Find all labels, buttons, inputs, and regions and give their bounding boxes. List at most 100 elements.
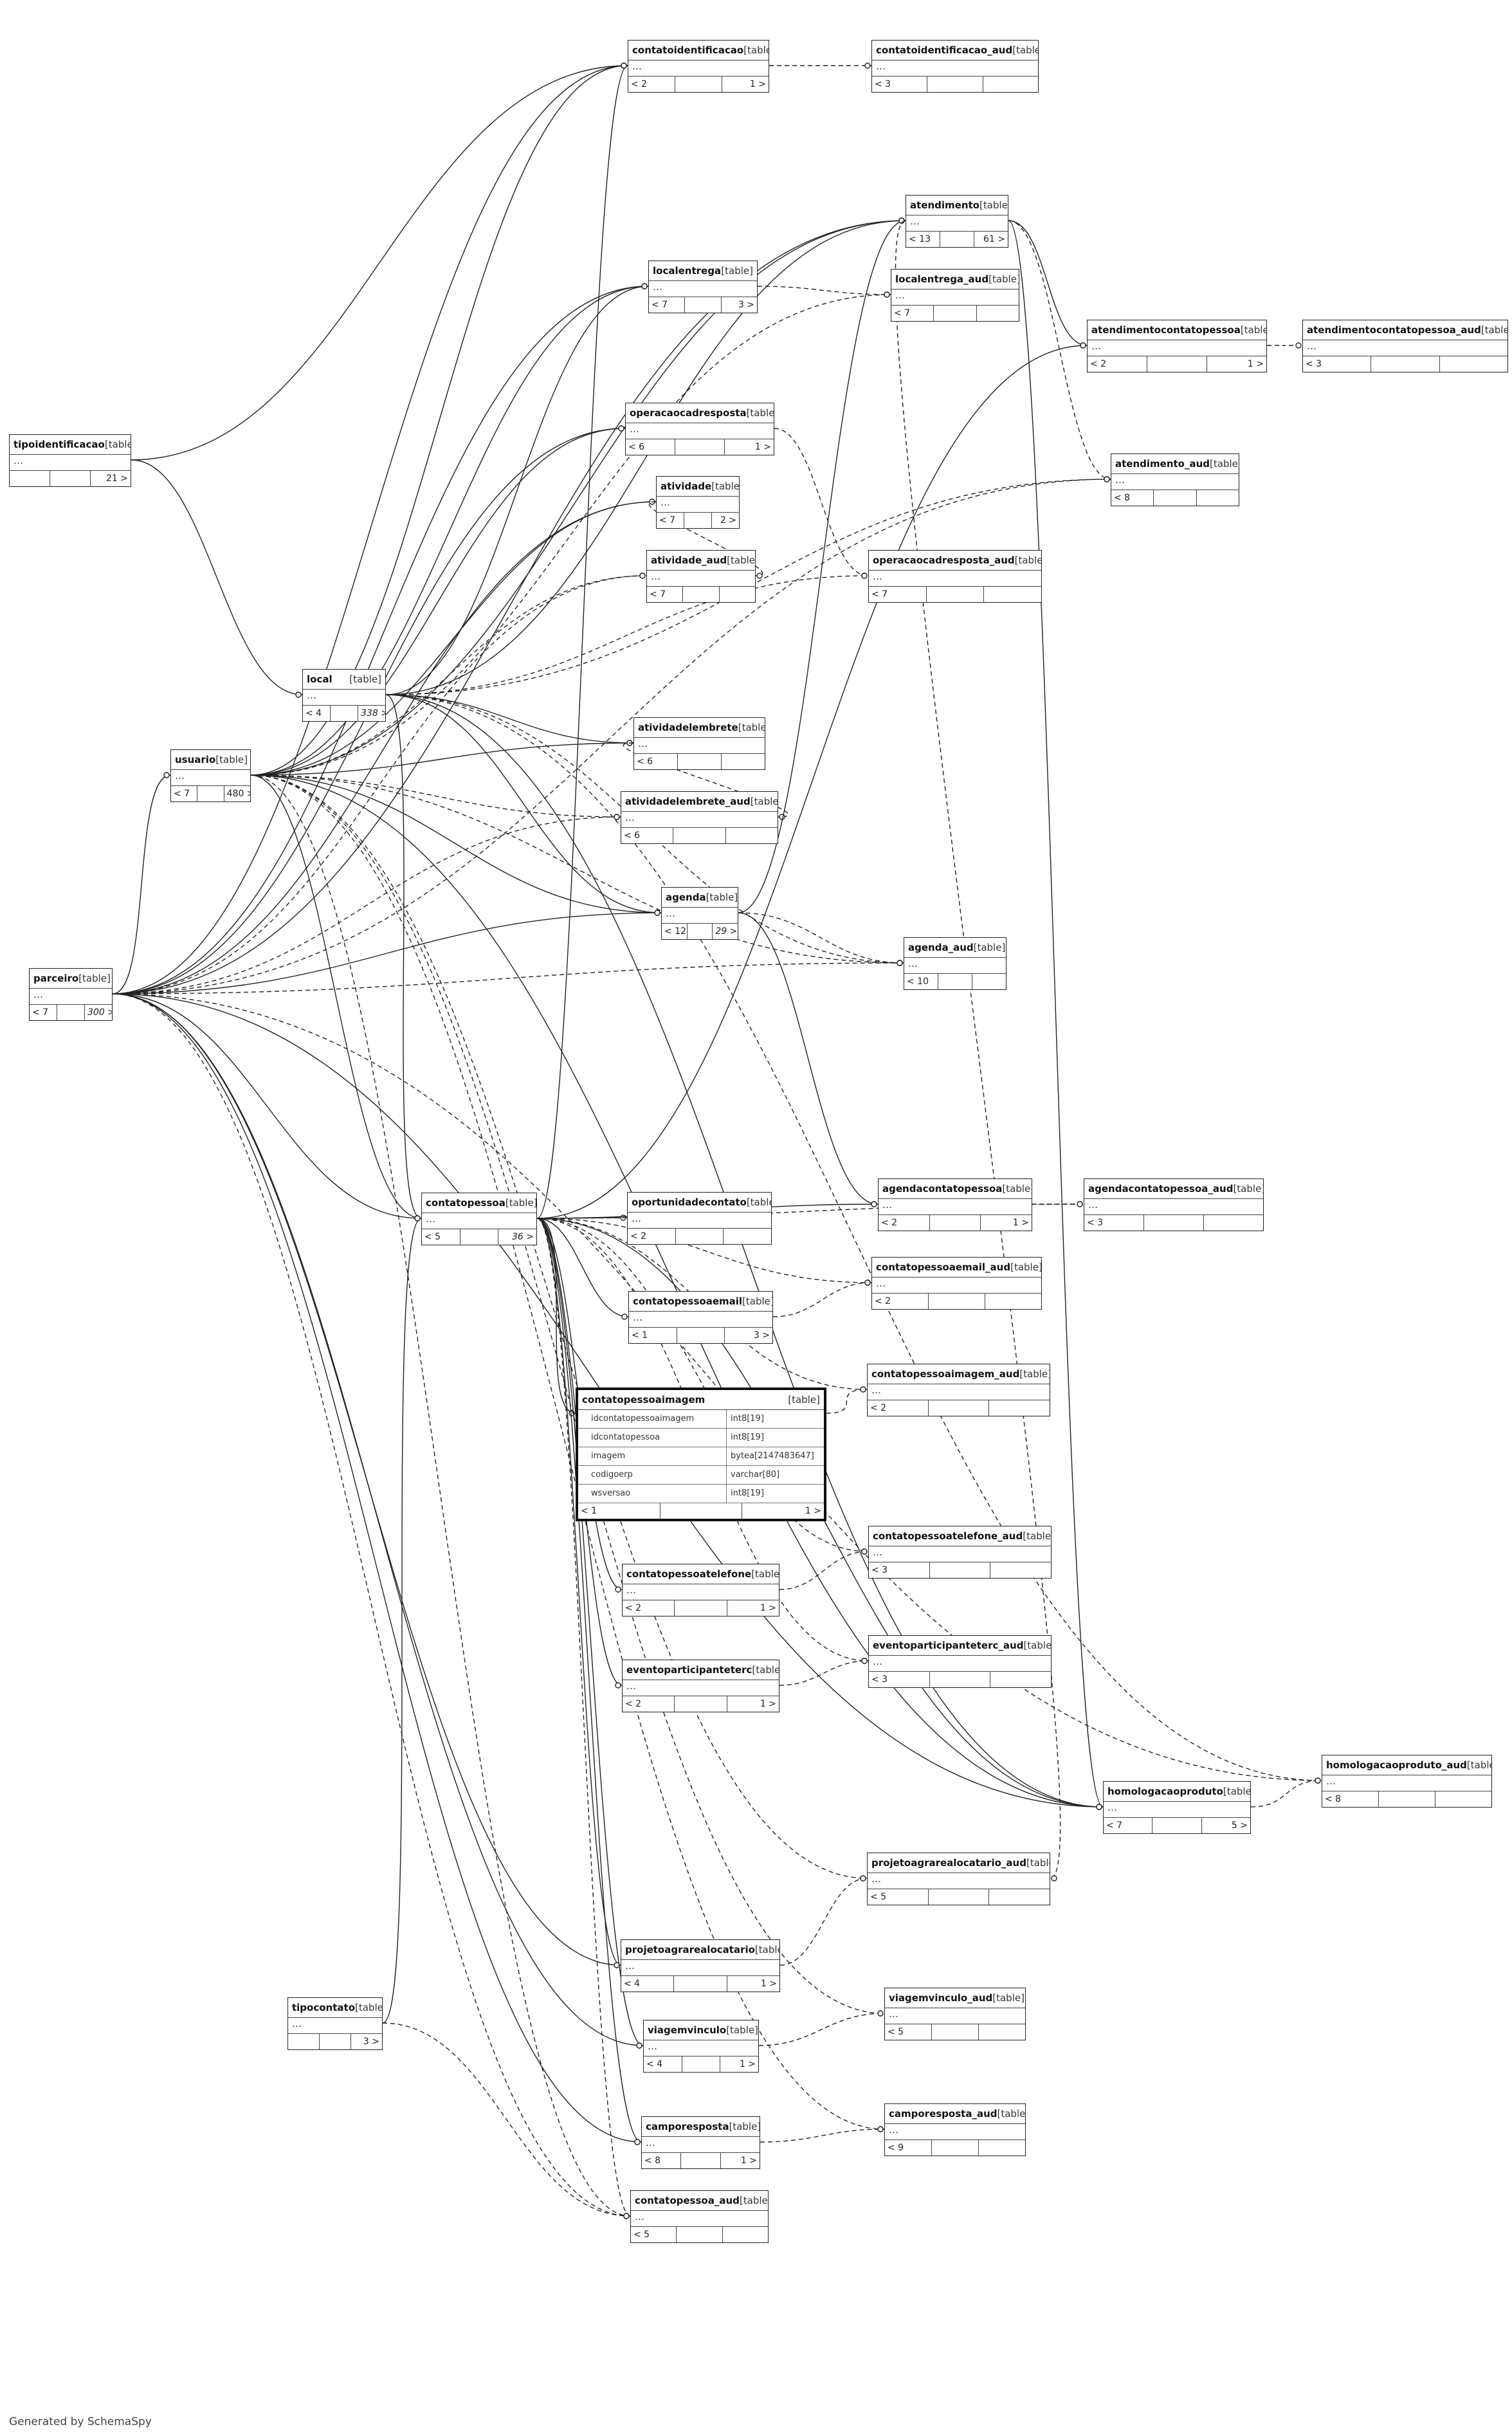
children-count[interactable]: < 4 <box>621 1976 675 1992</box>
table-eventoparticipanteterc[interactable]: eventoparticipanteterc[table]…< 21 > <box>622 1660 779 1712</box>
children-count[interactable]: < 6 <box>634 754 678 769</box>
table-operacaocadresposta_aud[interactable]: operacaocadresposta_aud[table]…< 7 <box>868 550 1042 603</box>
parents-count[interactable] <box>972 974 1006 989</box>
parents-count[interactable] <box>720 587 755 602</box>
table-name[interactable]: eventoparticipanteterc <box>626 1664 752 1676</box>
table-atendimentocontatopessoa_aud[interactable]: atendimentocontatopessoa_aud[table]…< 3 <box>1302 320 1508 372</box>
table-camporesposta_aud[interactable]: camporesposta_aud[table]…< 9 <box>884 2103 1026 2156</box>
children-count[interactable]: < 7 <box>657 513 684 528</box>
parents-count[interactable]: 3 > <box>363 2037 379 2047</box>
children-count[interactable]: < 2 <box>628 1229 676 1244</box>
children-count[interactable]: < 7 <box>647 587 684 602</box>
table-name[interactable]: parceiro <box>33 973 79 984</box>
table-oportunidadecontato[interactable]: oportunidadecontato[table]…< 2 <box>627 1192 772 1245</box>
parents-count[interactable]: 1 > <box>740 2156 757 2166</box>
parents-count[interactable]: 3 > <box>753 1330 770 1341</box>
children-count[interactable]: < 2 <box>1088 356 1147 372</box>
table-name[interactable]: agendacontatopessoa <box>882 1183 1003 1195</box>
table-name[interactable]: camporesposta_aud <box>889 2108 997 2120</box>
table-name[interactable]: viagemvinculo_aud <box>889 1992 993 2004</box>
table-projetoagrarealocatario[interactable]: projetoagrarealocatario[table]…< 41 > <box>621 1939 780 1992</box>
parents-count[interactable]: 1 > <box>760 1979 777 1989</box>
parents-count[interactable] <box>724 1229 771 1244</box>
children-count[interactable]: < 6 <box>626 439 675 455</box>
table-name[interactable]: atividade <box>660 481 712 492</box>
table-name[interactable]: contatopessoa <box>426 1197 506 1209</box>
children-count[interactable]: < 3 <box>1084 1215 1144 1231</box>
table-atividade[interactable]: atividade[table]…< 72 > <box>656 476 740 529</box>
parents-count[interactable]: 1 > <box>1247 359 1264 369</box>
table-name[interactable]: contatopessoaemail_aud <box>876 1261 1011 1273</box>
parents-count[interactable]: 2 > <box>720 515 736 526</box>
parents-count[interactable] <box>979 2024 1025 2040</box>
table-name[interactable]: atividadelembrete <box>638 722 738 733</box>
children-count[interactable]: < 5 <box>422 1229 460 1245</box>
children-count[interactable]: < 1 <box>578 1503 660 1519</box>
table-name[interactable]: camporesposta <box>646 2121 729 2132</box>
table-name[interactable]: localentrega_aud <box>895 273 989 285</box>
children-count[interactable] <box>10 471 50 486</box>
children-count[interactable]: < 1 <box>629 1328 677 1343</box>
table-name[interactable]: projetoagrarealocatario_aud <box>871 1857 1026 1869</box>
table-name[interactable]: contatopessoaimagem_aud <box>871 1368 1020 1380</box>
parents-count[interactable]: 1 > <box>749 79 766 89</box>
parents-count[interactable] <box>1440 356 1507 372</box>
table-name[interactable]: atendimentocontatopessoa_aud <box>1307 324 1481 336</box>
parents-count[interactable]: 1 > <box>739 2059 756 2069</box>
children-count[interactable]: < 5 <box>868 1889 929 1905</box>
table-contatopessoaimagem_aud[interactable]: contatopessoaimagem_aud[table]…< 2 <box>867 1364 1050 1416</box>
parents-count[interactable] <box>1435 1791 1491 1807</box>
children-count[interactable] <box>288 2034 320 2049</box>
table-name[interactable]: homologacaoproduto <box>1107 1786 1223 1797</box>
parents-count[interactable]: 1 > <box>760 1699 776 1709</box>
parents-count[interactable] <box>1204 1215 1263 1231</box>
children-count[interactable]: < 13 <box>906 232 940 247</box>
parents-count[interactable]: 1 > <box>754 442 771 452</box>
table-name[interactable]: agenda <box>666 892 706 903</box>
children-count[interactable]: < 7 <box>649 297 686 313</box>
parents-count[interactable] <box>977 306 1019 321</box>
table-name[interactable]: contatopessoaimagem <box>582 1394 706 1406</box>
table-name[interactable]: atendimento_aud <box>1115 458 1210 470</box>
parents-count[interactable]: 338 > <box>361 708 385 719</box>
table-contatoidentificacao[interactable]: contatoidentificacao[table]…< 21 > <box>628 40 769 93</box>
parents-count[interactable]: 36 > <box>512 1232 534 1242</box>
table-name[interactable]: operacaocadresposta_aud <box>873 554 1015 566</box>
table-name[interactable]: oportunidadecontato <box>632 1196 747 1208</box>
parents-count[interactable]: 3 > <box>738 300 754 310</box>
table-atividadelembrete[interactable]: atividadelembrete[table]…< 6 <box>633 717 765 770</box>
parents-count[interactable] <box>990 1672 1051 1687</box>
children-count[interactable]: < 2 <box>623 1696 675 1712</box>
table-name[interactable]: projetoagrarealocatario <box>625 1944 755 1955</box>
table-contatopessoaimagem[interactable]: contatopessoaimagem[table]idcontatopesso… <box>576 1387 826 1521</box>
parents-count[interactable] <box>985 1294 1041 1309</box>
table-projetoagrarealocatario_aud[interactable]: projetoagrarealocatario_aud[table]…< 5 <box>867 1853 1050 1905</box>
children-count[interactable]: < 10 <box>904 974 938 989</box>
parents-count[interactable] <box>726 828 778 843</box>
table-atendimentocontatopessoa[interactable]: atendimentocontatopessoa[table]…< 21 > <box>1087 320 1267 372</box>
parents-count[interactable]: 61 > <box>983 234 1005 244</box>
table-name[interactable]: atendimentocontatopessoa <box>1091 324 1241 336</box>
parents-count[interactable] <box>723 2227 768 2242</box>
parents-count[interactable]: 1 > <box>1012 1218 1030 1228</box>
table-name[interactable]: homologacaoproduto_aud <box>1326 1759 1467 1771</box>
table-atividadelembrete_aud[interactable]: atividadelembrete_aud[table]…< 6 <box>621 791 778 844</box>
parents-count[interactable]: 29 > <box>715 926 738 937</box>
children-count[interactable]: < 2 <box>872 1294 929 1309</box>
table-name[interactable]: atividade_aud <box>651 554 727 566</box>
table-atividade_aud[interactable]: atividade_aud[table]…< 7 <box>646 550 756 603</box>
parents-count[interactable] <box>989 1400 1050 1416</box>
table-contatopessoaemail_aud[interactable]: contatopessoaemail_aud[table]…< 2 <box>871 1257 1042 1310</box>
children-count[interactable]: < 7 <box>171 786 198 801</box>
children-count[interactable]: < 4 <box>303 706 331 721</box>
table-tipocontato[interactable]: tipocontato[table]…3 > <box>287 1997 383 2050</box>
